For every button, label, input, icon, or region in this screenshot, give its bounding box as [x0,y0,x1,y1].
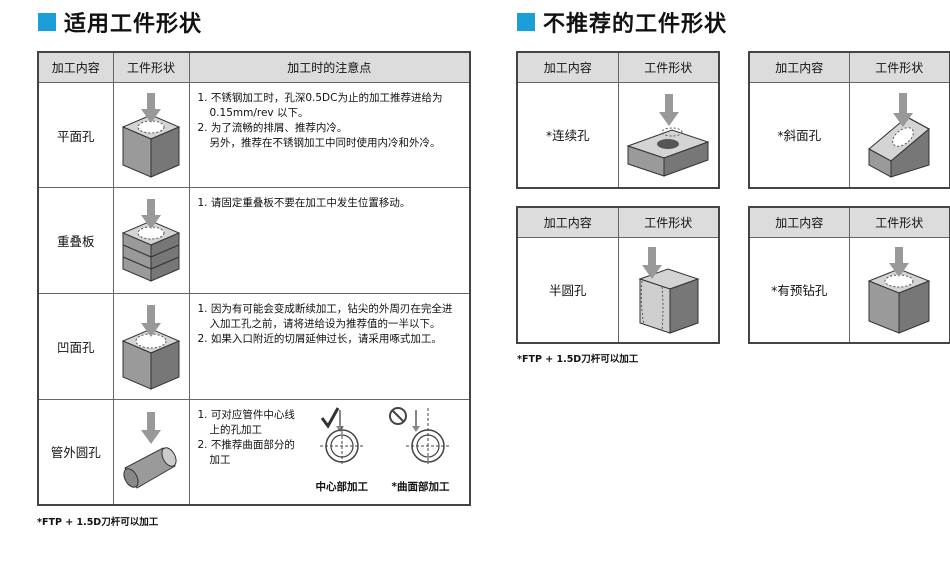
note-line: 1. 因为有可能会变成断续加工，钻尖的外周刃在完全进 [197,303,453,315]
table-row: 凹面孔 1. 因为有可能会变成断续加工，钻尖的外周刃在完全进 入加工孔之前，请将… [37,293,471,400]
note-line: 入加工孔之前，请将进给设为推荐值的一半以下。 [209,318,441,330]
operation-label: *有预钻孔 [748,237,850,343]
notes-cell: 1. 请固定重叠板不要在加工中发生位置移动。 [188,187,471,294]
header-operation: 加工内容 [748,51,850,83]
note-line: 1. 不锈钢加工时，孔深0.5DC为止的加工推荐进给为 [197,92,443,104]
operation-label: 重叠板 [37,187,114,294]
section-title-suitable: 适用工件形状 [38,8,203,37]
operation-label: 管外圆孔 [37,399,114,505]
footnote-left: *FTP + 1.5D刀杆可以加工 [37,517,159,528]
operation-label: *斜面孔 [748,82,850,188]
header-shape: 工件形状 [848,206,950,238]
header-operation: 加工内容 [516,51,619,83]
concave-hole-image [112,293,190,400]
note-line: 加工 [209,454,231,466]
slanted-hole-image [848,82,950,188]
pipe-image [112,399,190,505]
not-recommended-slanted-hole-table: 加工内容 工件形状 *斜面孔 [748,51,950,189]
operation-label: 平面孔 [37,82,114,188]
header-notes: 加工时的注意点 [188,51,471,83]
not-recommended-predrilled-hole-table: 加工内容 工件形状 *有预钻孔 [748,206,950,344]
notes-cell: 1. 可对应管件中心线 上的孔加工 2. 不推荐曲面部分的 加工 [188,399,471,505]
note-line: 2. 如果入口附近的切屑延伸过长，请采用啄式加工。 [197,333,442,345]
note-line: 1. 可对应管件中心线 [197,409,295,421]
operation-label: *连续孔 [516,82,619,188]
operation-label: 半圆孔 [516,237,619,343]
header-shape: 工件形状 [112,51,190,83]
operation-label: 凹面孔 [37,293,114,400]
semicircle-hole-image [617,237,720,343]
flat-hole-image [112,82,190,188]
header-operation: 加工内容 [748,206,850,238]
predrilled-hole-image [848,237,950,343]
footnote-right: *FTP + 1.5D刀杆可以加工 [517,354,639,365]
blue-square-icon [517,13,535,31]
section-title-text: 不推荐的工件形状 [543,12,728,37]
blue-square-icon [38,13,56,31]
table-row: 重叠板 1. 请固定重叠板不要在加工中发生位置移动。 [37,187,471,294]
section-title-not-recommended: 不推荐的工件形状 [517,8,728,37]
check-icon [320,407,339,429]
header-shape: 工件形状 [848,51,950,83]
note-line: 上的孔加工 [209,424,263,436]
note-line: 1. 请固定重叠板不要在加工中发生位置移动。 [197,197,411,209]
note-line: 2. 为了流畅的排屑、推荐内冷。 [197,122,348,134]
note-line: 另外，推荐在不锈钢加工中同时使用内冷和外冷。 [209,137,441,149]
header-operation: 加工内容 [37,51,114,83]
pipe-cross-section-diagram [319,407,450,464]
notes-cell: 1. 因为有可能会变成断续加工，钻尖的外周刃在完全进 入加工孔之前，请将进给设为… [188,293,471,400]
note-line: 0.15mm/rev 以下。 [209,107,309,119]
label-center-machining: 中心部加工 [315,481,369,493]
prohibited-icon [388,407,407,425]
section-title-text: 适用工件形状 [64,12,203,37]
header-shape: 工件形状 [617,206,720,238]
header-operation: 加工内容 [516,206,619,238]
header-shape: 工件形状 [617,51,720,83]
stacked-plates-image [112,187,190,294]
table-row: 管外圆孔 1. 可对应管件中心线 上的孔加工 2. 不推荐曲面部分的 加工 [37,399,471,505]
not-recommended-continuous-hole-table: 加工内容 工件形状 *连续孔 [516,51,720,189]
not-recommended-semicircle-hole-table: 加工内容 工件形状 半圆孔 [516,206,720,344]
suitable-shapes-table: 加工内容 工件形状 加工时的注意点 平面孔 1. 不锈钢加工时，孔深0.5DC为… [37,51,471,506]
table-row: 平面孔 1. 不锈钢加工时，孔深0.5DC为止的加工推荐进给为 0.15mm/r… [37,82,471,188]
label-curved-machining: *曲面部加工 [391,481,450,493]
notes-cell: 1. 不锈钢加工时，孔深0.5DC为止的加工推荐进给为 0.15mm/rev 以… [188,82,471,188]
continuous-hole-image [617,82,720,188]
note-line: 2. 不推荐曲面部分的 [197,439,295,451]
